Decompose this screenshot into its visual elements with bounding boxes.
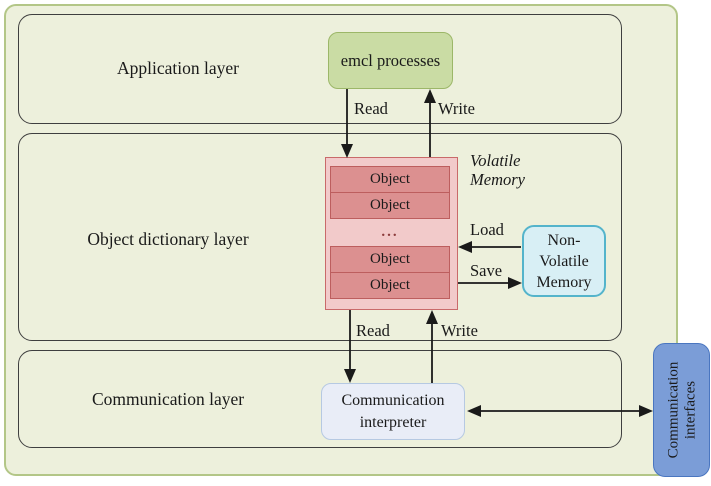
object-row: Object [330, 192, 450, 219]
volatile-memory-caption-line: Volatile [470, 151, 521, 170]
read-label-top: Read [354, 99, 388, 118]
communication-interfaces-line: interfaces [681, 380, 698, 440]
object-dictionary-layer-label: Object dictionary layer [87, 229, 249, 249]
non-volatile-memory-line: Memory [536, 273, 592, 291]
non-volatile-memory-line: Non- [547, 231, 581, 249]
object-row: Object [330, 246, 450, 273]
non-volatile-memory-line: Volatile [539, 252, 589, 270]
write-label-bottom: Write [441, 321, 478, 340]
read-label-bottom: Read [356, 321, 390, 340]
communication-layer-label: Communication layer [91, 389, 245, 409]
volatile-memory-caption-line: Memory [470, 170, 525, 189]
object-stack-ellipsis: ... [381, 224, 399, 240]
communication-interpreter-line: interpreter [359, 413, 427, 431]
volatile-memory-caption: Volatile Memory [470, 151, 525, 189]
communication-interfaces-box: Communication interfaces [653, 343, 710, 477]
communication-interfaces-text: Communication interfaces [653, 343, 710, 477]
save-label: Save [470, 261, 503, 280]
emcl-processes-label: emcl processes [340, 50, 441, 70]
non-volatile-memory-box: Non- Volatile Memory [522, 225, 606, 297]
communication-interpreter-line: Communication [341, 391, 445, 409]
object-stack: Object Object ... Object Object [325, 157, 458, 310]
object-row: Object [330, 166, 450, 193]
object-row: Object [330, 272, 450, 299]
communication-interpreter-box: Communication interpreter [321, 383, 465, 440]
application-layer-label: Application layer [117, 58, 239, 78]
object-dictionary-layer-box [18, 133, 622, 341]
emcl-processes-box: emcl processes [328, 32, 453, 89]
communication-layer-box [18, 350, 622, 448]
communication-interfaces-line: Communication [664, 361, 681, 459]
application-layer-box [18, 14, 622, 124]
load-label: Load [470, 220, 504, 239]
write-label-top: Write [438, 99, 475, 118]
